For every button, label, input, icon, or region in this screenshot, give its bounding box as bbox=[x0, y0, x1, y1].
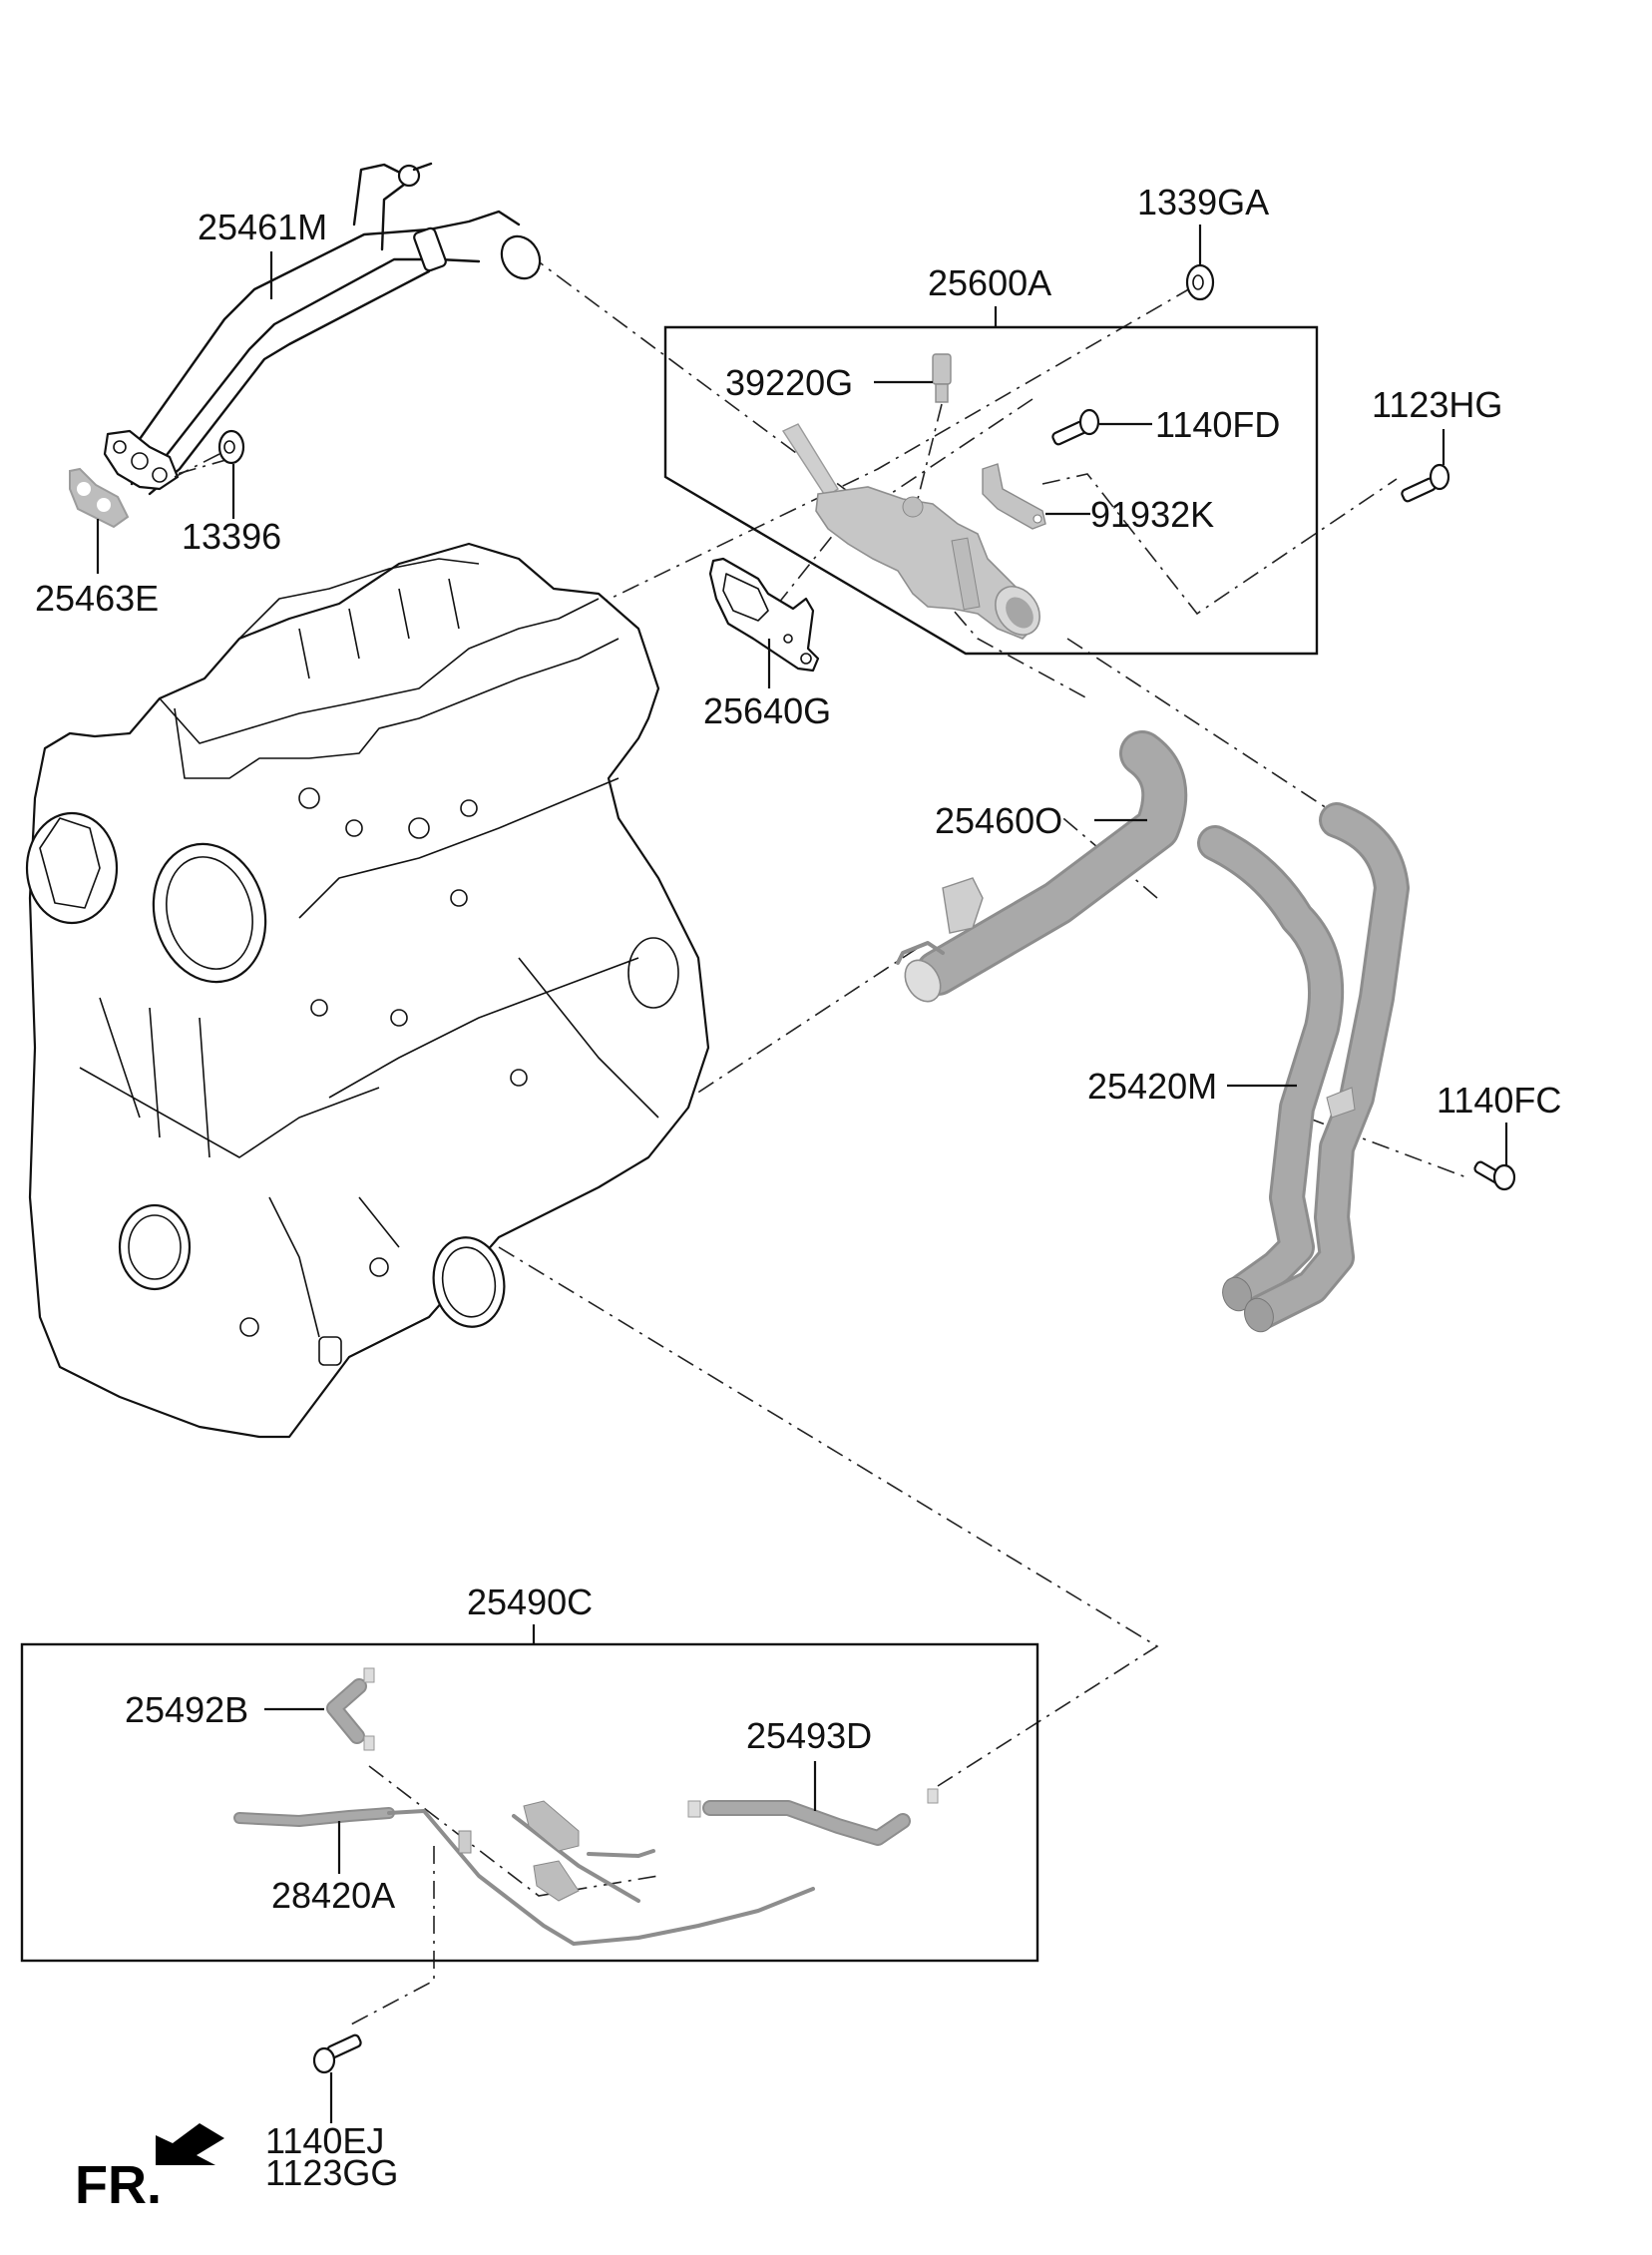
callout-91932K[interactable]: 91932K bbox=[1090, 494, 1214, 535]
bolt-1140FD[interactable] bbox=[1051, 408, 1100, 446]
callout-25463E[interactable]: 25463E bbox=[35, 578, 159, 619]
callout-25492B[interactable]: 25492B bbox=[125, 1689, 248, 1730]
engine-block bbox=[25, 542, 710, 1439]
hose-25492B[interactable] bbox=[326, 1667, 375, 1751]
callout-1123GG[interactable]: 1123GG bbox=[265, 2152, 398, 2193]
pipe-25420M[interactable] bbox=[1197, 802, 1410, 1336]
callout-25490C[interactable]: 25490C bbox=[467, 1581, 593, 1622]
pipe-25461M[interactable] bbox=[103, 162, 548, 496]
callout-1123HG[interactable]: 1123HG bbox=[1372, 384, 1502, 425]
pipe-25460O[interactable] bbox=[896, 730, 1188, 1008]
callout-25460O[interactable]: 25460O bbox=[935, 800, 1062, 841]
callout-25420M[interactable]: 25420M bbox=[1087, 1066, 1217, 1107]
front-direction-marker: FR. bbox=[75, 2123, 224, 2215]
callout-1339GA[interactable]: 1339GA bbox=[1137, 182, 1269, 223]
sensor-39220G[interactable] bbox=[917, 353, 952, 500]
callout-1140EJ[interactable]: 1140EJ bbox=[265, 2120, 384, 2161]
callout-25600A[interactable]: 25600A bbox=[928, 262, 1051, 303]
bolt-1140FC[interactable] bbox=[1473, 1160, 1516, 1191]
front-arrow-icon bbox=[156, 2123, 224, 2165]
assembly-box-25490C bbox=[20, 1642, 1039, 1963]
assembly-box-25600A bbox=[663, 325, 1319, 656]
pipe-28420A[interactable] bbox=[233, 1800, 815, 1946]
gasket-25640G[interactable] bbox=[708, 557, 820, 673]
callout-25493D[interactable]: 25493D bbox=[746, 1715, 872, 1756]
callout-25640G[interactable]: 25640G bbox=[703, 690, 831, 731]
nut-1339GA[interactable] bbox=[1185, 263, 1215, 301]
nut-13396[interactable] bbox=[174, 429, 245, 478]
bolt-1123HG[interactable] bbox=[1401, 463, 1450, 503]
callout-39220G[interactable]: 39220G bbox=[725, 362, 853, 403]
bracket-91932K[interactable] bbox=[982, 463, 1046, 530]
bolt-1140EJ[interactable] bbox=[312, 2033, 362, 2074]
hose-25493D[interactable] bbox=[687, 1788, 939, 1846]
callout-1140FD[interactable]: 1140FD bbox=[1155, 404, 1280, 445]
gasket-25463E[interactable] bbox=[69, 467, 130, 529]
callout-28420A[interactable]: 28420A bbox=[271, 1875, 395, 1916]
callout-1140FC[interactable]: 1140FC bbox=[1437, 1080, 1561, 1121]
front-label: FR. bbox=[75, 2155, 162, 2215]
callout-13396[interactable]: 13396 bbox=[182, 516, 281, 557]
callout-25461M[interactable]: 25461M bbox=[198, 207, 327, 247]
thermostat-housing[interactable] bbox=[781, 423, 1048, 644]
